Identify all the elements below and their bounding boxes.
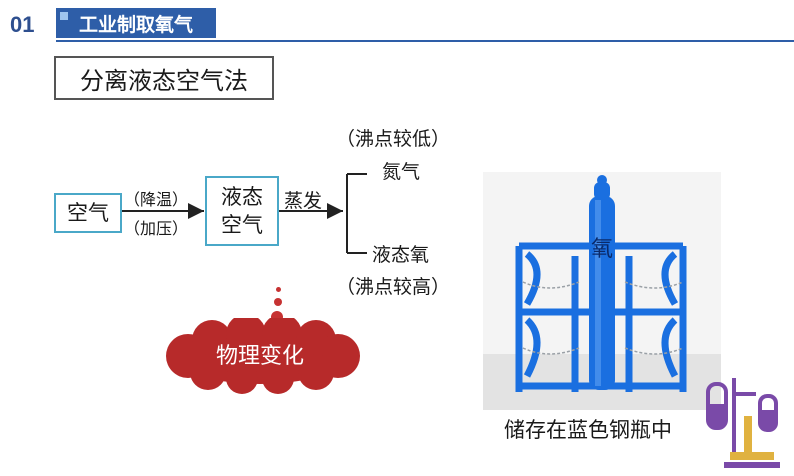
- oxygen-cylinder-photo: 氧: [483, 172, 721, 410]
- header-divider: [56, 40, 794, 42]
- cylinder-illustration: 氧: [483, 172, 721, 410]
- method-title: 分离液态空气法: [54, 56, 274, 100]
- photo-caption: 储存在蓝色钢瓶中: [504, 418, 672, 442]
- low-boiling-note: （沸点较低）: [336, 128, 451, 150]
- compression-label: （加压）: [124, 219, 189, 238]
- thought-dot-medium: [274, 298, 282, 306]
- section-title-text: 工业制取氧气: [78, 13, 193, 36]
- liquid-oxygen-label: 液态氧: [372, 244, 430, 266]
- lab-equipment-icon: [706, 378, 780, 468]
- air-box: 空气: [54, 193, 122, 233]
- cylinder-label: 氧: [591, 237, 613, 262]
- title-corner-mark: [60, 12, 68, 20]
- cloud-shape: [166, 318, 360, 394]
- thought-dot-small: [276, 287, 281, 292]
- liquid-air-box: 液态 空气: [205, 176, 279, 246]
- section-number: 01: [10, 12, 35, 37]
- cooling-label: （降温）: [124, 190, 189, 209]
- air-label: 空气: [67, 201, 109, 225]
- evaporation-label: 蒸发: [284, 190, 323, 212]
- liquid-air-line1: 液态: [221, 185, 263, 209]
- liquid-air-line2: 空气: [221, 213, 263, 237]
- physical-change-label: 物理变化: [215, 344, 304, 369]
- high-boiling-note: （沸点较高）: [336, 276, 451, 298]
- section-title: 工业制取氧气: [56, 8, 216, 38]
- nitrogen-label: 氮气: [382, 161, 421, 183]
